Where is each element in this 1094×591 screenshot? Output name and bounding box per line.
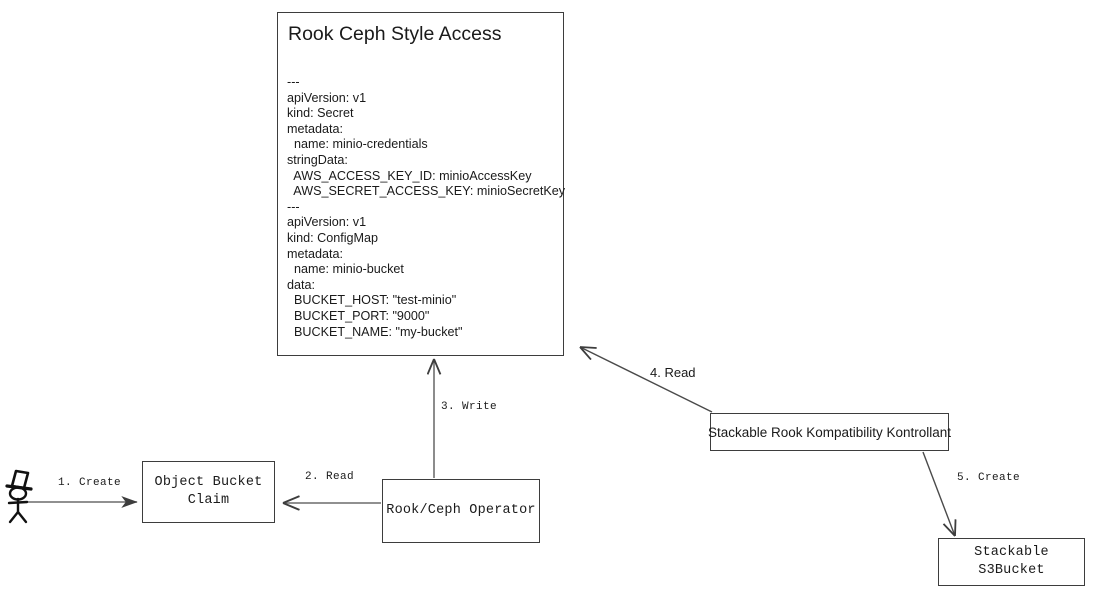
- node-label: Stackable Rook Kompatibility Kontrollant: [707, 424, 952, 440]
- user-actor[interactable]: [4, 468, 46, 524]
- rook-ceph-style-access-panel[interactable]: Rook Ceph Style Access --- apiVersion: v…: [277, 12, 566, 356]
- panel-title: Rook Ceph Style Access: [288, 23, 502, 45]
- node-stackable-s3bucket[interactable]: Stackable S3Bucket: [938, 538, 1085, 586]
- edge-5-create: [922, 451, 955, 536]
- stick-figure-icon: [5, 469, 33, 524]
- node-stackable-rook-kompatibility-kontrollant[interactable]: Stackable Rook Kompatibility Kontrollant: [707, 413, 952, 451]
- node-rook-ceph-operator[interactable]: Rook/Ceph Operator: [382, 479, 540, 543]
- node-label: Stackable S3Bucket: [974, 544, 1049, 578]
- edge-label-3-write: 3. Write: [441, 401, 498, 413]
- edge-label-2-read: 2. Read: [305, 471, 355, 483]
- node-label: Rook/Ceph Operator: [386, 502, 536, 518]
- edge-label-1-create: 1. Create: [58, 477, 122, 489]
- node-object-bucket-claim[interactable]: Object Bucket Claim: [142, 461, 275, 523]
- node-label: Object Bucket Claim: [154, 474, 263, 508]
- edge-label-5-create: 5. Create: [957, 472, 1021, 484]
- edge-label-4-read: 4. Read: [650, 365, 696, 380]
- yaml-content: --- apiVersion: v1 kind: Secret metadata…: [287, 75, 566, 339]
